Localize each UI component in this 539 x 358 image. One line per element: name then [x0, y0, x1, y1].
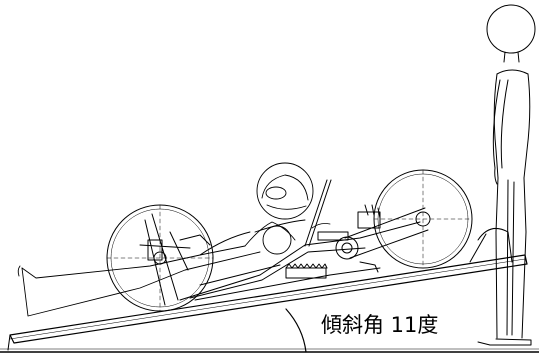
helmet-icon: [256, 162, 314, 220]
rear-wheel: [373, 169, 473, 269]
chainring: [335, 236, 359, 260]
person-head-icon: [486, 4, 536, 54]
chain: [344, 207, 429, 259]
battery-pack: [285, 263, 328, 279]
incline-angle-arc: [285, 308, 307, 353]
incline-angle-label: 傾斜角 11度: [321, 313, 439, 337]
rider-figure: [17, 162, 314, 317]
incline-ramp: [7, 254, 528, 351]
front-wheel: [106, 204, 214, 312]
vehicle-frame: [179, 179, 429, 301]
standing-person: [469, 4, 536, 346]
